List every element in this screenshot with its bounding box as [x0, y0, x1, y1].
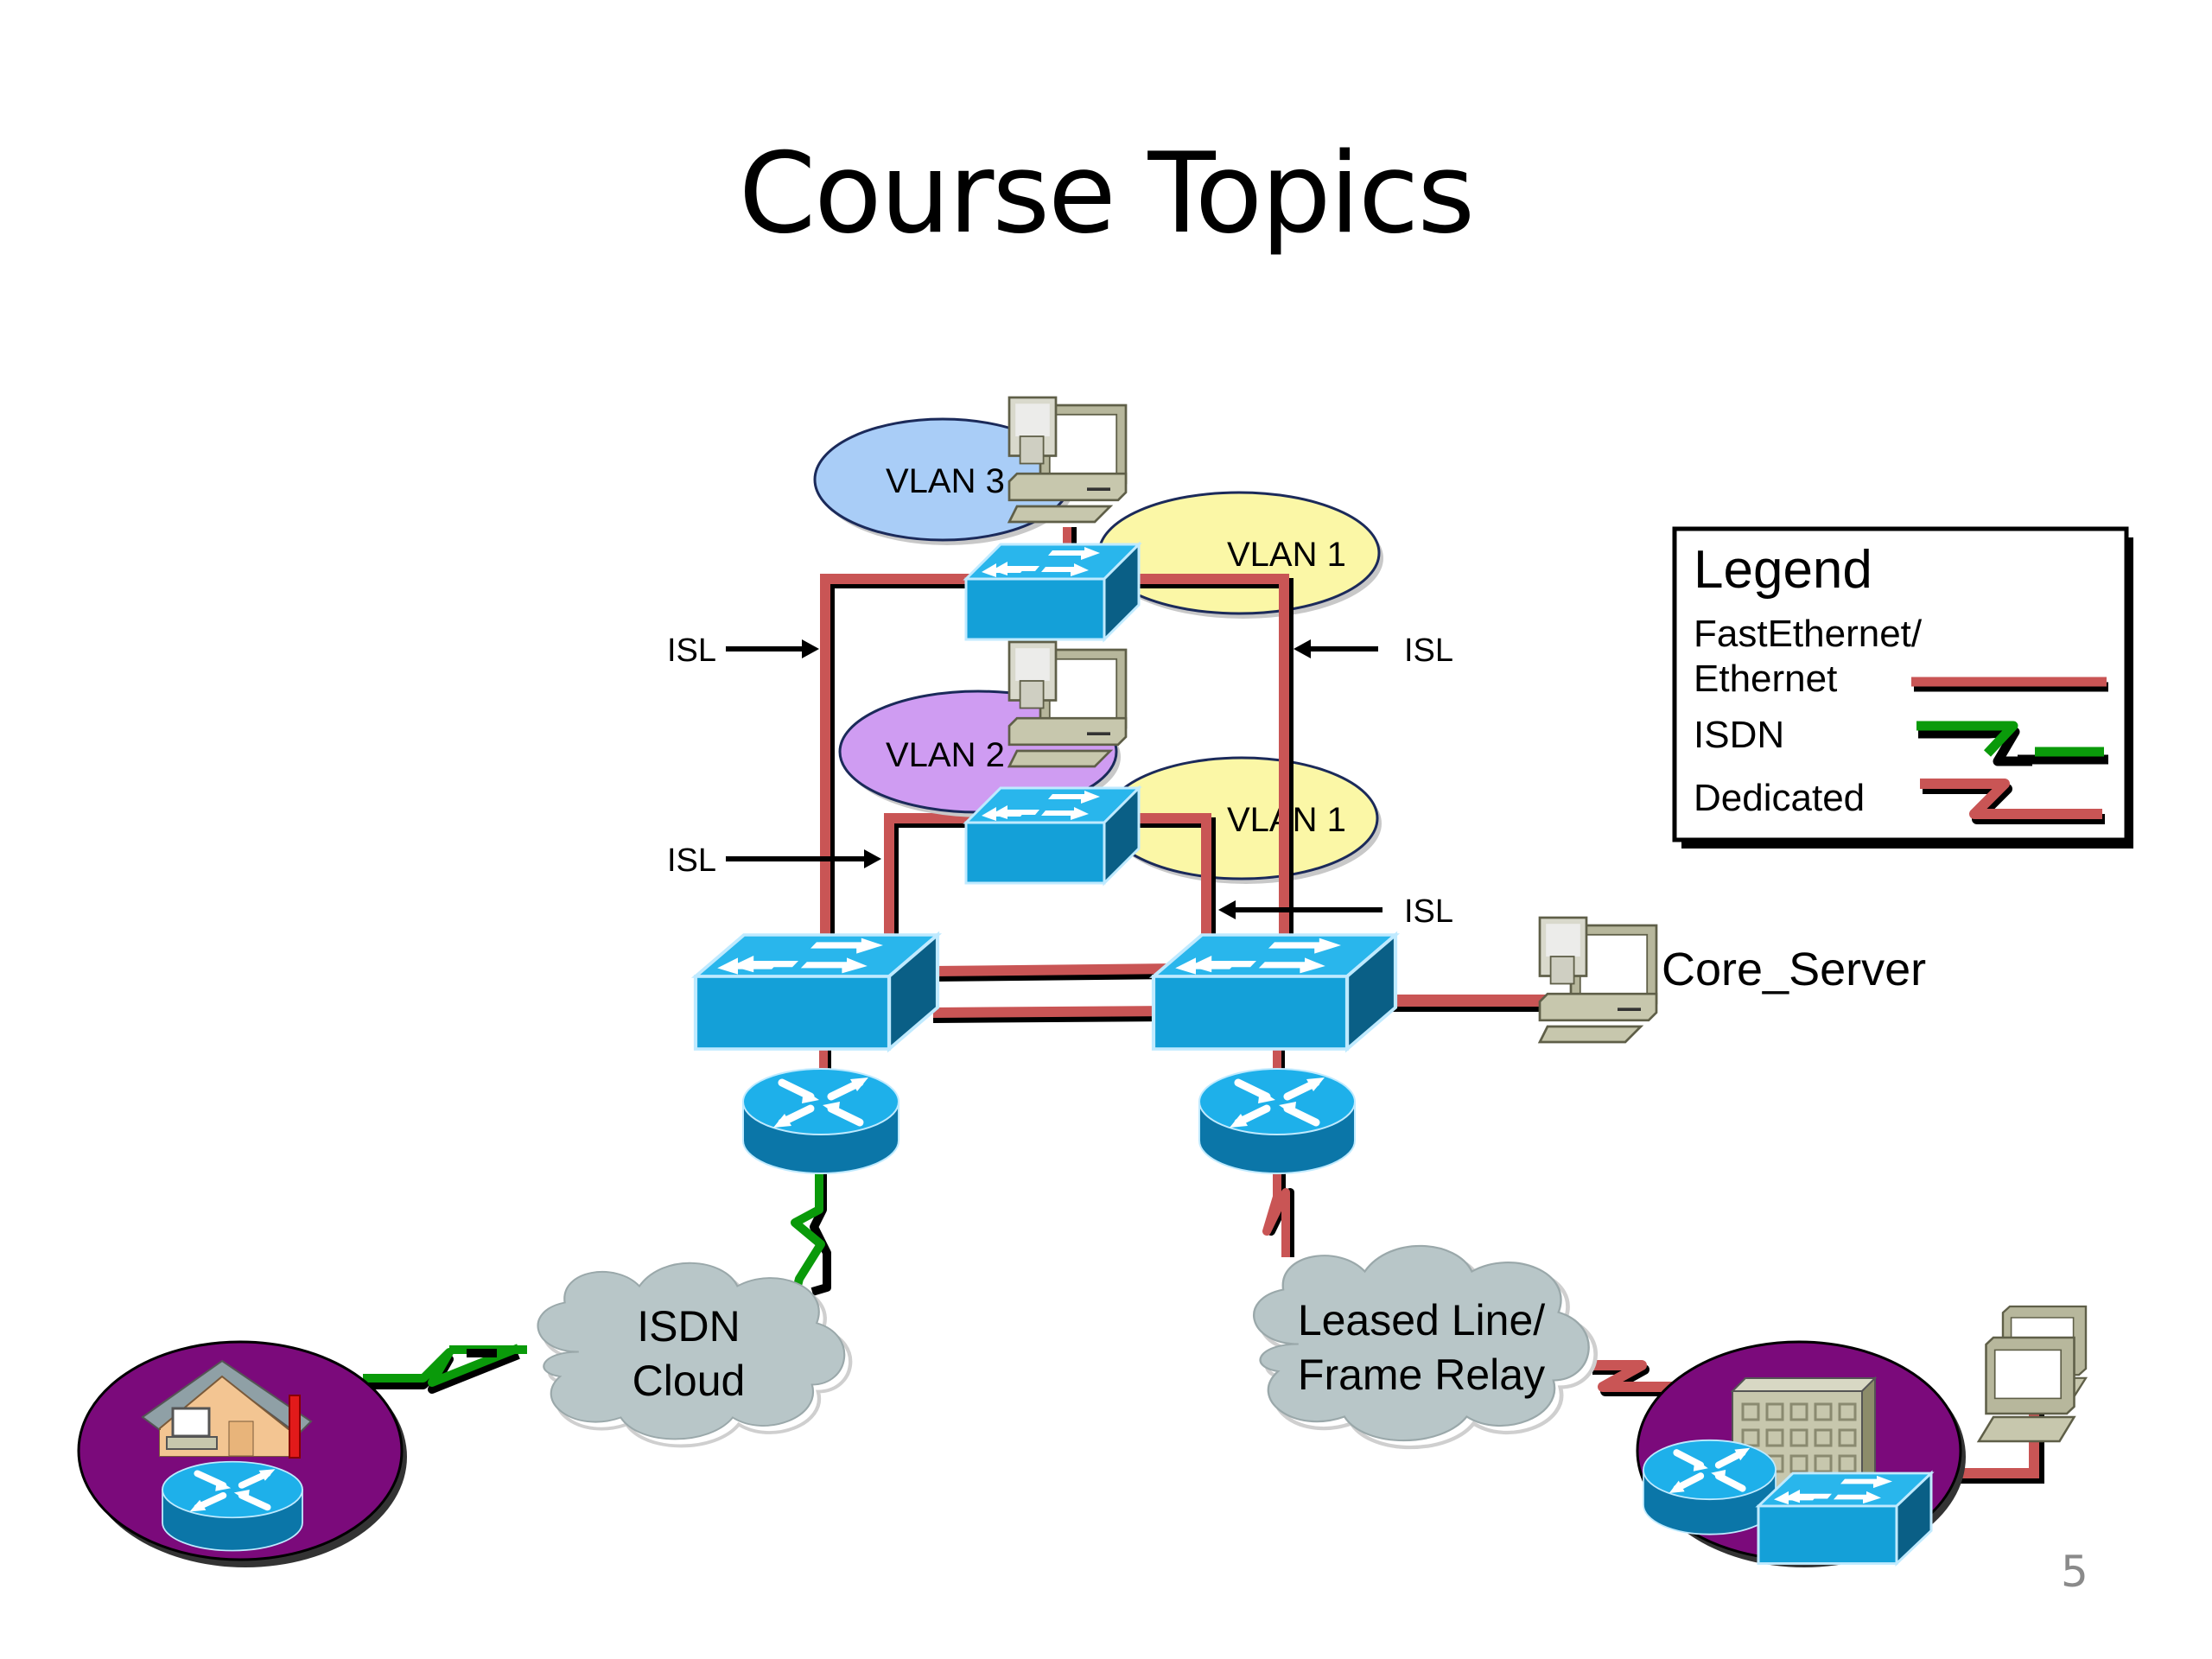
leased-cloud-line2: Frame Relay: [1298, 1351, 1545, 1399]
vlan-3-label: VLAN 3: [886, 462, 1005, 500]
legend-ethernet-label-line1: FastEthernet/: [1694, 613, 1923, 655]
mid-access-switch-icon[interactable]: [964, 786, 1141, 885]
isl-label-3: ISL: [667, 842, 716, 879]
branch-switch-icon: [1757, 1471, 1933, 1565]
legend-ethernet-label-line2: Ethernet: [1694, 658, 1837, 700]
left-core-switch-icon[interactable]: [696, 935, 938, 1049]
remote-pc-front-icon[interactable]: [1977, 1336, 2075, 1443]
core-server-label: Core_Server: [1662, 944, 1926, 995]
right-router-icon[interactable]: [1199, 1069, 1355, 1173]
leased-cloud-line1: Leased Line/: [1298, 1296, 1545, 1344]
legend-box: Legend FastEthernet/ Ethernet ISDN Dedic…: [1672, 526, 2133, 849]
legend-isdn-line: [1916, 721, 2108, 766]
legend-dedicated-line: [1920, 779, 2105, 824]
page-number: 5: [2061, 1547, 2088, 1597]
branch-office-site: [1636, 1340, 1966, 1567]
vlan-1-mid-area: VLAN 1: [1104, 756, 1382, 884]
isdn-cloud-line1: ISDN: [637, 1302, 740, 1351]
top-access-switch-icon[interactable]: [964, 543, 1141, 641]
isl-label-1: ISL: [667, 632, 716, 669]
right-core-switch-icon[interactable]: [1154, 935, 1395, 1049]
home-router-icon: [162, 1462, 302, 1551]
isdn-links: [363, 1162, 831, 1394]
isl-label-4: ISL: [1404, 893, 1453, 930]
core-server-icon[interactable]: [1538, 916, 1658, 1044]
leased-line-cloud: Leased Line/ Frame Relay: [1253, 1244, 1595, 1447]
legend-dedicated-label: Dedicated: [1694, 777, 1865, 819]
legend-title: Legend: [1694, 540, 1872, 600]
isdn-cloud-line2: Cloud: [632, 1357, 746, 1405]
home-office-site: [77, 1340, 407, 1567]
isl-annotations: ISL ISL ISL ISL: [667, 632, 1453, 930]
left-router-icon[interactable]: [743, 1069, 899, 1173]
branch-router-icon: [1643, 1440, 1776, 1535]
vlan-1-top-label: VLAN 1: [1227, 536, 1346, 574]
dedicated-link: [1262, 1162, 1696, 1396]
isdn-cloud: ISDN Cloud: [537, 1262, 851, 1446]
isl-label-2: ISL: [1404, 632, 1453, 669]
vlan-2-label: VLAN 2: [886, 736, 1005, 774]
legend-isdn-label: ISDN: [1694, 714, 1784, 756]
home-house-icon: [141, 1359, 313, 1459]
slide-title: Course Topics: [738, 130, 1475, 258]
vlan-1-top-area: VLAN 1: [1097, 491, 1383, 619]
